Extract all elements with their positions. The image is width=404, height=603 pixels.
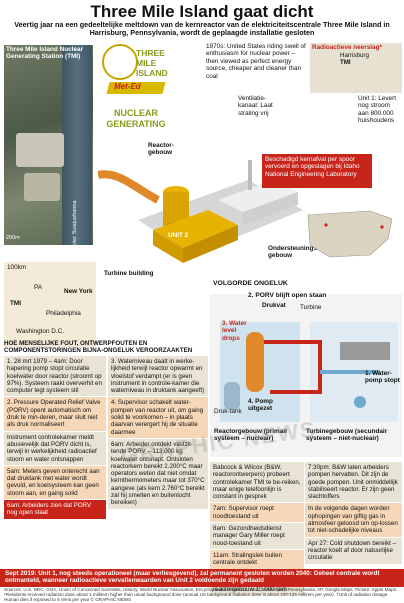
aerial-photo — [4, 45, 93, 245]
photo-scale: 200m — [6, 235, 20, 241]
pressure-tank-icon — [224, 382, 240, 410]
region-philly: Philadelphia — [46, 310, 81, 317]
river-shape — [62, 45, 92, 245]
region-dc: Washington D.C. — [16, 328, 65, 335]
diagram-heading: VOLGORDE ONGELUK — [213, 280, 288, 287]
section-heading: HOE MENSELIJKE FOUT, ONTWERPFOUTEN EN CO… — [4, 340, 193, 355]
timeline-item: 8am: Gezondheidsdienst manager Gary Mill… — [210, 523, 304, 549]
arrow-icon — [98, 170, 160, 204]
timeline-col4: 7:30pm: B&W laten arbeiders pompen herva… — [305, 462, 402, 565]
note-reactor: Reactor-gebouw — [148, 142, 174, 157]
footer-summary: Sept 2019: Unit 1, nog steeds operatione… — [0, 569, 404, 587]
waste-badge: Beschadigd kernafval per spoor vervoerd … — [262, 154, 372, 188]
poster-brand: Met-Ed — [114, 82, 141, 91]
timeline-col1: 1. 28 mrt 1979 – 4am: Door hapering pomp… — [4, 356, 106, 520]
diagram-reactor: Reactorgebouw (primair systeem – nucleai… — [214, 428, 288, 443]
timeline-item: In de volgende dagen worden ophopingen v… — [305, 503, 402, 537]
region-map: 100km PA New York TMI Philadelphia Washi… — [4, 262, 96, 347]
diagram-turbinebldg: Turbinegebouw (secundair systeem – niet-… — [306, 428, 388, 443]
diagram-pump1: 1. Water-pomp stopt — [365, 370, 400, 385]
region-scale: 100km — [7, 264, 27, 271]
turbine-icon — [340, 342, 390, 360]
timeline-item: 6am: Arbeider ontdekt vastzit-tende PORV… — [108, 438, 208, 509]
reactor-vessel-icon — [246, 332, 264, 392]
region-pa: PA — [34, 284, 43, 291]
radiation-map: Radioactieve neerslag* Harrisburg TMI — [310, 43, 402, 93]
vent-stack-icon — [248, 160, 252, 190]
region-tmi: TMI — [10, 300, 22, 307]
sequence-diagram — [210, 294, 402, 457]
note-vent: Ventilatie-kanaal: Laat straling vrij — [238, 95, 273, 117]
photo-label: Three Mile Island Nuclear Generating Sta… — [6, 46, 84, 61]
timeline-item: Instrument controlekamer meldt abusievel… — [4, 431, 106, 465]
plant-shape-2 — [24, 173, 60, 201]
page-title: Three Mile Island gaat dicht — [90, 2, 314, 21]
timeline-item: 4. Supervisor schakelt water-pompen van … — [108, 397, 208, 438]
us-map — [307, 210, 393, 258]
diagram-tank: Druk-tank — [214, 408, 242, 415]
footer-sources: Sources: U.S. NRC, GOA, Union of Concern… — [4, 587, 398, 603]
region-ny: New York — [64, 288, 93, 295]
timeline-item: 2. Pressure Operated Relief Valve (PORV)… — [4, 397, 106, 431]
pump-icon — [354, 396, 366, 408]
plant-illustration — [98, 130, 308, 280]
page-subtitle: Veertig jaar na een gedeeltelijke meltdo… — [14, 20, 390, 38]
note-support: Ondersteunings-gebouw — [268, 245, 320, 260]
timeline-item: 6am: Arbeiders zien dat PORV nog open st… — [4, 500, 106, 519]
timeline-col2: 3. Waterniveau daalt in werke-lijkheid t… — [108, 356, 208, 510]
plant-shape — [16, 133, 64, 167]
note-unit1: Unit 1: Levert nog stroom aan 800.000 hu… — [358, 95, 397, 125]
diagram-level: 3. Water level drops — [222, 320, 247, 342]
timeline-item: Babcock & Wilcox (B&W, reactorontwerpers… — [210, 462, 304, 503]
tmi-dot-icon — [380, 225, 384, 229]
timeline-item: 1. 28 mrt 1979 – 4am: Door hapering pomp… — [4, 356, 106, 397]
note-turbine: Turbine building — [104, 270, 154, 277]
timeline-item: 3. Waterniveau daalt in werke-lijkheid t… — [108, 356, 208, 397]
river-label: Rivier Susquehanna — [72, 200, 78, 250]
idaho-dot-icon — [324, 223, 328, 227]
atom-logo-icon — [102, 44, 138, 80]
timeline-item: 11am: Stralingslek buiten centrale ontde… — [210, 549, 304, 569]
poster-line1: THREE MILE ISLAND — [136, 48, 168, 78]
note-unit2: UNIT 2 — [168, 232, 189, 239]
radiation-map-city: Harrisburg — [340, 52, 369, 59]
timeline-item: Apr 27: Cold shutdown bereikt – reactor … — [305, 537, 402, 564]
diagram-pump4: 4. Pomp uitgezet — [248, 398, 273, 413]
timeline-item: 7am: Supervisor roept noodtoestand uit — [210, 503, 304, 523]
diagram-pressure: Drukvat — [262, 302, 286, 309]
diagram-porv: 2. PORV blijft open staan — [248, 292, 327, 299]
diagram-turbine: Turbine — [300, 304, 322, 311]
timeline-item: 7:30pm: B&W laten arbeiders pompen herva… — [305, 462, 402, 503]
note-1970s: 1970s: United States riding swell of ent… — [206, 43, 306, 80]
radiation-map-title: Radioactieve neerslag* — [312, 44, 382, 51]
timeline-item: 5am: Meters geven onterecht aan dat druk… — [4, 465, 106, 500]
radiation-map-site: TMI — [340, 59, 351, 66]
